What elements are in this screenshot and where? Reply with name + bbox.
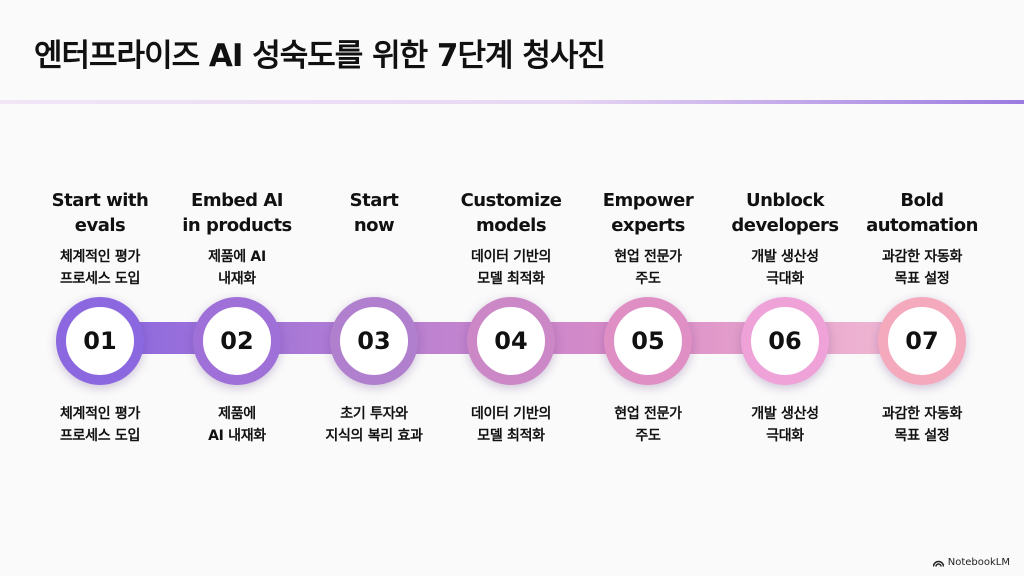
step-number: 01 xyxy=(83,327,117,355)
step-description-bottom-line2: 극대화 xyxy=(766,428,804,444)
step-description-top-line1: 체계적인 평가 xyxy=(59,249,141,265)
step-number: 06 xyxy=(768,327,802,355)
step-description-bottom: 제품에 AI 내재화 xyxy=(163,403,311,447)
step-label-line2: automation xyxy=(866,215,978,236)
step-description-top-line2: 모델 최적화 xyxy=(477,271,545,287)
step-description-bottom-line1: 데이터 기반의 xyxy=(470,406,552,422)
step-number-circle: 06 xyxy=(741,297,829,385)
step-number-circle: 04 xyxy=(467,297,555,385)
brand-label: NotebookLM xyxy=(947,557,1010,568)
step-label-line2: models xyxy=(475,215,547,236)
step-description-top-line2: 내재화 xyxy=(218,271,256,287)
step-label: Start with evals xyxy=(28,188,172,238)
step-description-bottom-line2: 목표 설정 xyxy=(894,428,950,444)
step-description-top: 제품에 AI 내재화 xyxy=(163,246,311,290)
step-label-line1: Customize xyxy=(460,190,562,211)
step-description-top-line1: 데이터 기반의 xyxy=(470,249,552,265)
step-description-top-line2: 극대화 xyxy=(766,271,804,287)
step-description-bottom-line1: 제품에 xyxy=(218,406,256,422)
step-number: 02 xyxy=(220,327,254,355)
step-label-line2: in products xyxy=(182,215,292,236)
step-description-top-line2: 프로세스 도입 xyxy=(59,271,141,287)
step-number: 03 xyxy=(357,327,391,355)
step-description-top-line2: 목표 설정 xyxy=(894,271,950,287)
step-label-line1: Embed AI xyxy=(191,190,283,211)
step-number-circle: 02 xyxy=(193,297,281,385)
step-label: Start now xyxy=(302,188,446,238)
step-label-line1: Start xyxy=(349,190,399,211)
notebooklm-brand: NotebookLM xyxy=(932,557,1010,568)
step-label: Empower experts xyxy=(576,188,720,238)
step-label-line2: now xyxy=(353,215,395,236)
step-label: Embed AI in products xyxy=(165,188,309,238)
step-label-line2: developers xyxy=(731,215,839,236)
step-description-bottom-line2: AI 내재화 xyxy=(208,428,266,444)
step-number: 07 xyxy=(905,327,939,355)
step-number: 04 xyxy=(494,327,528,355)
page-title: 엔터프라이즈 AI 성숙도를 위한 7단계 청사진 xyxy=(34,38,606,74)
step-label-line2: evals xyxy=(74,215,126,236)
step-label-line2: experts xyxy=(611,215,685,236)
step-02: Embed AI in products 제품에 AI 내재화 02 제품에 AI 내재화 xyxy=(169,188,305,460)
step-label: Bold automation xyxy=(850,188,994,238)
step-description-bottom-line1: 체계적인 평가 xyxy=(59,406,141,422)
step-description-top-line2: 주도 xyxy=(635,271,661,287)
step-number-circle: 05 xyxy=(604,297,692,385)
step-description-bottom-line2: 지식의 복리 효과 xyxy=(325,428,423,444)
step-description-bottom-line2: 주도 xyxy=(635,428,661,444)
step-number-circle: 07 xyxy=(878,297,966,385)
step-description-bottom-line2: 모델 최적화 xyxy=(477,428,545,444)
step-label-line1: Unblock xyxy=(746,190,825,211)
step-description-bottom-line1: 과감한 자동화 xyxy=(881,406,963,422)
step-description-top-line1: 제품에 AI xyxy=(208,249,266,265)
step-description-top-line1: 개발 생산성 xyxy=(751,249,819,265)
step-description-top-line1: 과감한 자동화 xyxy=(881,249,963,265)
step-label-line1: Start with xyxy=(51,190,149,211)
notebooklm-logo-icon xyxy=(932,560,944,567)
step-description-top-line1: 현업 전문가 xyxy=(614,249,682,265)
step-description-bottom-line1: 초기 투자와 xyxy=(340,406,408,422)
step-label-line1: Empower xyxy=(602,190,694,211)
step-label: Unblock developers xyxy=(713,188,857,238)
step-description-bottom-line2: 프로세스 도입 xyxy=(59,428,141,444)
step-description-bottom-line1: 개발 생산성 xyxy=(751,406,819,422)
step-number: 05 xyxy=(631,327,665,355)
step-description-bottom-line1: 현업 전문가 xyxy=(614,406,682,422)
step-label-line1: Bold xyxy=(900,190,944,211)
title-divider xyxy=(0,100,1024,104)
step-number-circle: 03 xyxy=(330,297,418,385)
step-label: Customize models xyxy=(439,188,583,238)
step-number-circle: 01 xyxy=(56,297,144,385)
